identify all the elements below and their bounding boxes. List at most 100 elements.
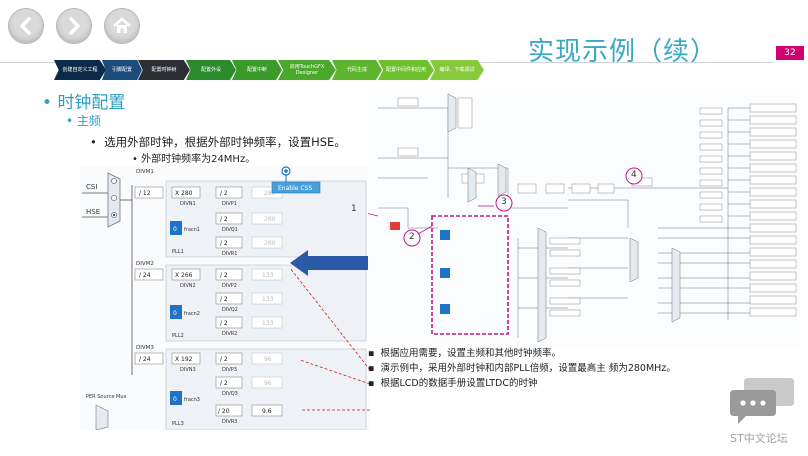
svg-text:/ 24: / 24 [139,356,151,363]
mult3-select[interactable] [171,352,201,365]
divm1-select[interactable] [134,186,164,199]
divm3-select[interactable] [134,352,164,365]
mult2-select[interactable] [171,268,201,281]
step-4-label: 4 [631,170,637,180]
svg-text:/ 12: / 12 [139,190,151,197]
flow-step-6: 启用TouchGFX Designer [278,60,336,80]
clock-tree-diagram [368,88,800,348]
svg-text:fracn2: fracn2 [184,311,200,317]
svg-text:/ 2: / 2 [220,296,228,303]
svg-text:/ 2: / 2 [220,356,228,363]
svg-text:DIVQ2: DIVQ2 [222,307,238,313]
home-button[interactable] [104,8,140,44]
note-item: ▪ 根据应用需要，设置主频和其他时钟频率。 [368,348,561,359]
divm2-select[interactable] [134,268,164,281]
back-button[interactable] [8,8,44,44]
flow-step-7: 代码生成 [332,60,382,80]
svg-text:133: 133 [262,272,274,279]
fracn1-box[interactable] [170,221,182,235]
svg-text:/ 2: / 2 [220,190,228,197]
arrow-left-icon [290,250,372,276]
svg-text:/ 2: / 2 [220,240,228,247]
svg-text:/ 2: / 2 [220,272,228,279]
svg-text:0: 0 [173,396,177,403]
svg-text:9.6: 9.6 [262,408,272,415]
svg-text:133: 133 [262,296,274,303]
svg-text:DIVR2: DIVR2 [222,331,237,337]
svg-text:X 280: X 280 [175,190,193,197]
flow-step-1: 创建自定义工程 [54,60,106,80]
flow-step-8: 配置中间件和应用 [378,60,434,80]
svg-text:DIVN3: DIVN3 [180,367,196,373]
fracn3-box[interactable] [170,391,182,405]
step-1-label: 1 [351,204,357,214]
svg-text:DIVP2: DIVP2 [222,283,237,289]
svg-text:/ 2: / 2 [220,320,228,327]
svg-text:96: 96 [264,380,272,387]
bullet-level-1: • 时钟配置 [42,93,126,113]
pll-config-diagram: CSI HSE DIVM1 / 12 X 280 DIVN1 0 fracn1 … [80,165,370,430]
divr1-select[interactable] [215,236,243,249]
divr3-select[interactable] [215,404,243,417]
flow-step-5: 配置中断 [232,60,282,80]
svg-text:fracn3: fracn3 [184,397,200,403]
svg-text:DIVM2: DIVM2 [136,261,154,267]
svg-text:DIVR1: DIVR1 [222,251,237,257]
annotation-lines [289,267,371,411]
svg-text:DIVN1: DIVN1 [180,201,196,207]
divp3-select[interactable] [215,352,243,365]
page-number: 32 [776,46,804,60]
svg-text:PER Source Mux: PER Source Mux [86,394,126,400]
svg-text:DIVP1: DIVP1 [222,201,237,207]
svg-text:PLL1: PLL1 [172,249,184,255]
svg-text:X 192: X 192 [175,356,193,363]
bullet-level-4: • 外部时钟频率为24MHz。 [132,154,256,165]
svg-text:/ 24: / 24 [139,272,151,279]
svg-text:/ 20: / 20 [218,408,230,415]
notes-list: ▪ 根据应用需要，设置主频和其他时钟频率。 ▪ 演示例中，采用外部时钟和内部PL… [368,346,676,391]
step-3-label: 3 [501,197,507,207]
step-2-label: 2 [409,232,415,242]
flow-step-3-active: 配置时钟树 [138,60,190,80]
flow-step-2: 引脚配置 [102,60,142,80]
hse-label: HSE [86,208,100,216]
pll-highlight-box [431,215,509,335]
bullet-level-3: • 选用外部时钟，根据外部时钟频率，设置HSE。 [90,135,346,149]
svg-text:DIVQ3: DIVQ3 [222,391,238,397]
forward-button[interactable] [56,8,92,44]
svg-text:DIVQ1: DIVQ1 [222,227,238,233]
svg-text:/ 2: / 2 [220,216,228,223]
forum-watermark: ST中文论坛 [730,432,788,445]
enable-css-button[interactable] [271,181,321,194]
svg-text:Enable CSS: Enable CSS [278,185,312,192]
svg-text:280: 280 [264,190,276,197]
svg-text:DIVP3: DIVP3 [222,367,237,373]
note-item: ▪ 演示例中，采用外部时钟和内部PLL倍频，设置最高主 频为280MHz。 [368,363,676,374]
divq3-select[interactable] [215,376,243,389]
fracn2-box[interactable] [170,305,182,319]
svg-text:133: 133 [262,320,274,327]
svg-text:280: 280 [264,216,276,223]
chevron-right-icon [69,17,80,35]
svg-text:DIVM1: DIVM1 [136,169,154,175]
svg-text:PLL3: PLL3 [172,421,184,427]
svg-text:DIVM3: DIVM3 [136,345,154,351]
mult1-select[interactable] [171,186,201,199]
svg-text:280: 280 [264,240,276,247]
divp2-select[interactable] [215,268,243,281]
svg-text:PLL2: PLL2 [172,333,184,339]
divq1-select[interactable] [215,212,243,225]
divq2-select[interactable] [215,292,243,305]
svg-text:fracn1: fracn1 [184,227,200,233]
divp1-select[interactable] [215,186,243,199]
svg-text:0: 0 [173,310,177,317]
chat-bubble-icon [730,378,794,424]
home-icon [113,17,131,33]
bullet-level-2: • 主频 [66,114,101,128]
svg-text:96: 96 [264,356,272,363]
divr2-select[interactable] [215,316,243,329]
svg-text:DIVR3: DIVR3 [222,419,237,425]
svg-text:0: 0 [173,226,177,233]
flow-step-9: 编译、下载调试 [430,60,484,80]
svg-text:DIVN2: DIVN2 [180,283,196,289]
